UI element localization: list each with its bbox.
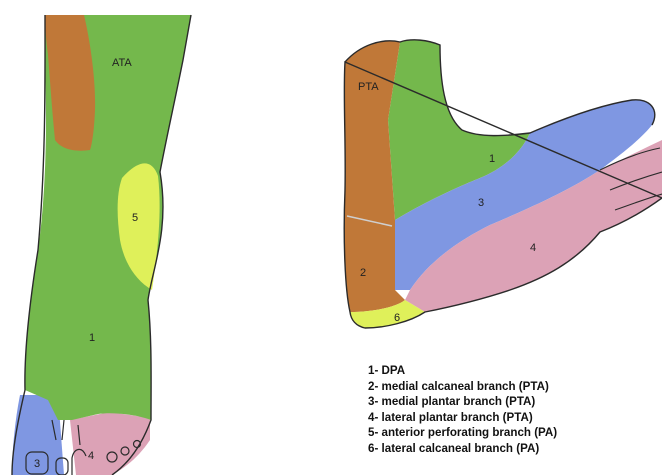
front-label-4: 4 [88,450,94,462]
legend-item: 6- lateral calcaneal branch (PA) [368,441,557,457]
front-view: ATA 5 1 3 4 [12,15,191,475]
side-label-1: 1 [489,153,495,165]
legend-item: 3- medial plantar branch (PTA) [368,394,557,410]
side-label-3: 3 [478,197,484,209]
side-view: PTA 1 3 4 2 6 [344,40,662,328]
front-label-ata: ATA [112,57,132,69]
front-region-4 [70,412,150,475]
side-label-2: 2 [360,267,366,279]
side-label-pta: PTA [358,81,379,93]
front-label-1: 1 [89,332,95,344]
front-label-3: 3 [34,458,40,470]
front-label-5: 5 [132,212,138,224]
side-label-6: 6 [394,312,400,324]
legend-item: 2- medial calcaneal branch (PTA) [368,379,557,395]
side-label-4: 4 [530,242,536,254]
legend-item: 5- anterior perforating branch (PA) [368,425,557,441]
legend-item: 4- lateral plantar branch (PTA) [368,410,557,426]
legend: 1- DPA 2- medial calcaneal branch (PTA) … [368,363,557,457]
legend-item: 1- DPA [368,363,557,379]
